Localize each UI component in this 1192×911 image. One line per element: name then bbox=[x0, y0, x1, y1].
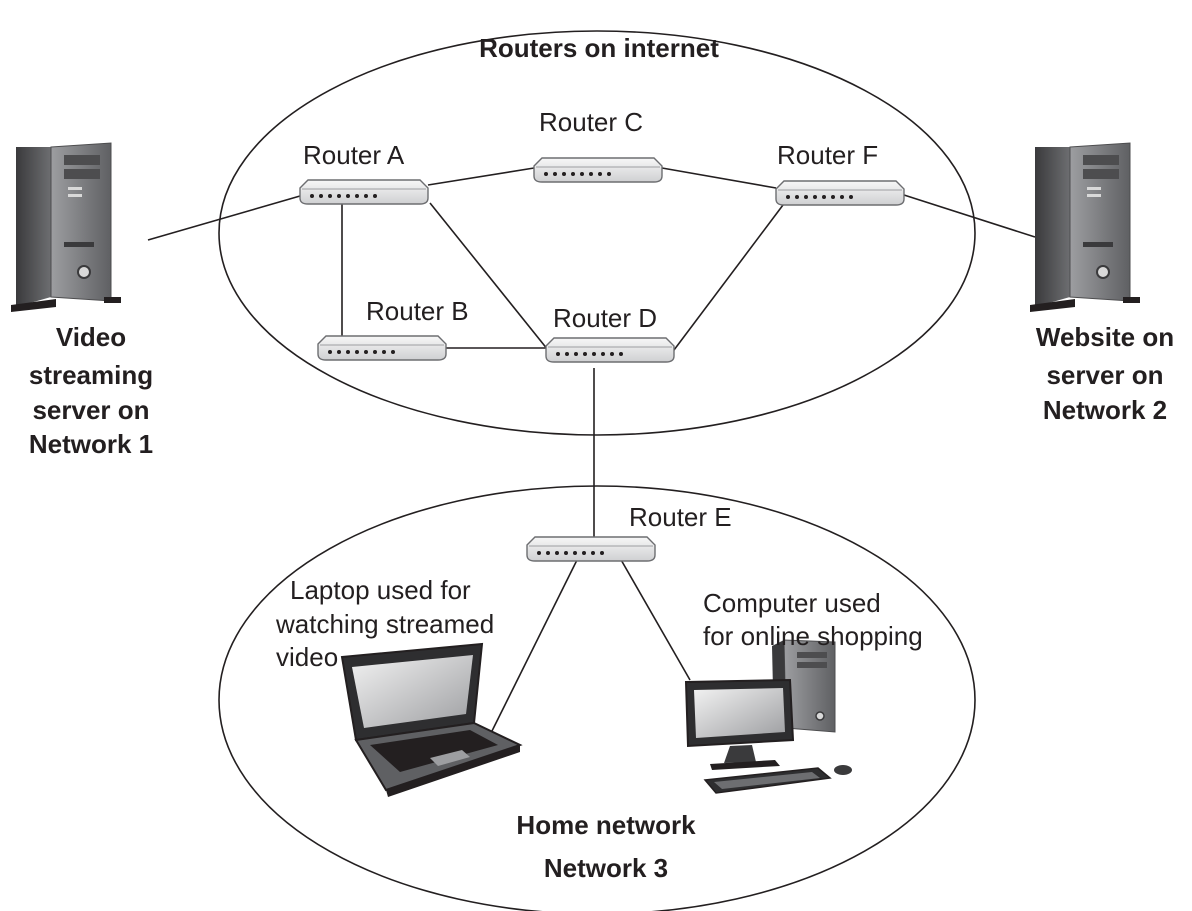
laptop-label-line: watching streamed bbox=[275, 609, 494, 639]
laptop-label-line: Laptop used for bbox=[290, 575, 471, 605]
link-videoserver-routerA bbox=[147, 195, 301, 241]
router-f-label: Router F bbox=[777, 140, 878, 170]
video-server-label-line: streaming bbox=[29, 360, 153, 390]
desktop-computer-label: Computer used for online shopping bbox=[703, 588, 923, 651]
link-routerA-routerD bbox=[429, 202, 549, 351]
website-server-label-line: Website on bbox=[1036, 322, 1174, 352]
router-e-label: Router E bbox=[629, 502, 732, 532]
router-e-icon bbox=[526, 536, 656, 562]
router-d-label: Router D bbox=[553, 303, 657, 333]
link-routerC-routerF bbox=[661, 167, 777, 189]
link-routerF-website bbox=[903, 194, 1036, 238]
video-server-label-line: Video bbox=[56, 322, 126, 352]
router-a-icon bbox=[299, 179, 429, 205]
laptop-label: Laptop used for watching streamed video bbox=[275, 575, 494, 672]
desktop-label-line: Computer used bbox=[703, 588, 881, 618]
router-c-label: Router C bbox=[539, 107, 643, 137]
router-b-label: Router B bbox=[366, 296, 469, 326]
laptop-label-line: video bbox=[276, 642, 338, 672]
website-server-label: Website on server on Network 2 bbox=[1036, 322, 1174, 425]
website-server-tower-icon bbox=[1029, 142, 1141, 313]
website-server-label-line: server on bbox=[1046, 360, 1163, 390]
home-network-title: Home network bbox=[516, 810, 696, 840]
desktop-label-line: for online shopping bbox=[703, 621, 923, 651]
desktop-computer-icon bbox=[684, 639, 852, 794]
internet-region-title: Routers on internet bbox=[479, 33, 719, 63]
link-routerE-laptop bbox=[489, 557, 579, 736]
router-f-icon bbox=[775, 180, 905, 206]
home-network-subtitle: Network 3 bbox=[544, 853, 668, 883]
network-links bbox=[147, 167, 1036, 736]
home-network-region bbox=[218, 485, 976, 911]
video-server-label: Video streaming server on Network 1 bbox=[29, 322, 153, 459]
video-server-label-line: server on bbox=[32, 395, 149, 425]
router-c-icon bbox=[533, 157, 663, 183]
link-routerE-desktop bbox=[619, 557, 691, 681]
video-server-tower-icon bbox=[10, 142, 122, 313]
link-routerA-routerC bbox=[427, 167, 535, 186]
video-server-label-line: Network 1 bbox=[29, 429, 153, 459]
router-b-icon bbox=[317, 335, 447, 361]
router-a-label: Router A bbox=[303, 140, 405, 170]
internet-region bbox=[218, 30, 976, 436]
router-d-icon bbox=[545, 337, 675, 363]
link-routerF-routerD bbox=[673, 204, 784, 351]
website-server-label-line: Network 2 bbox=[1043, 395, 1167, 425]
laptop-icon bbox=[340, 642, 523, 797]
